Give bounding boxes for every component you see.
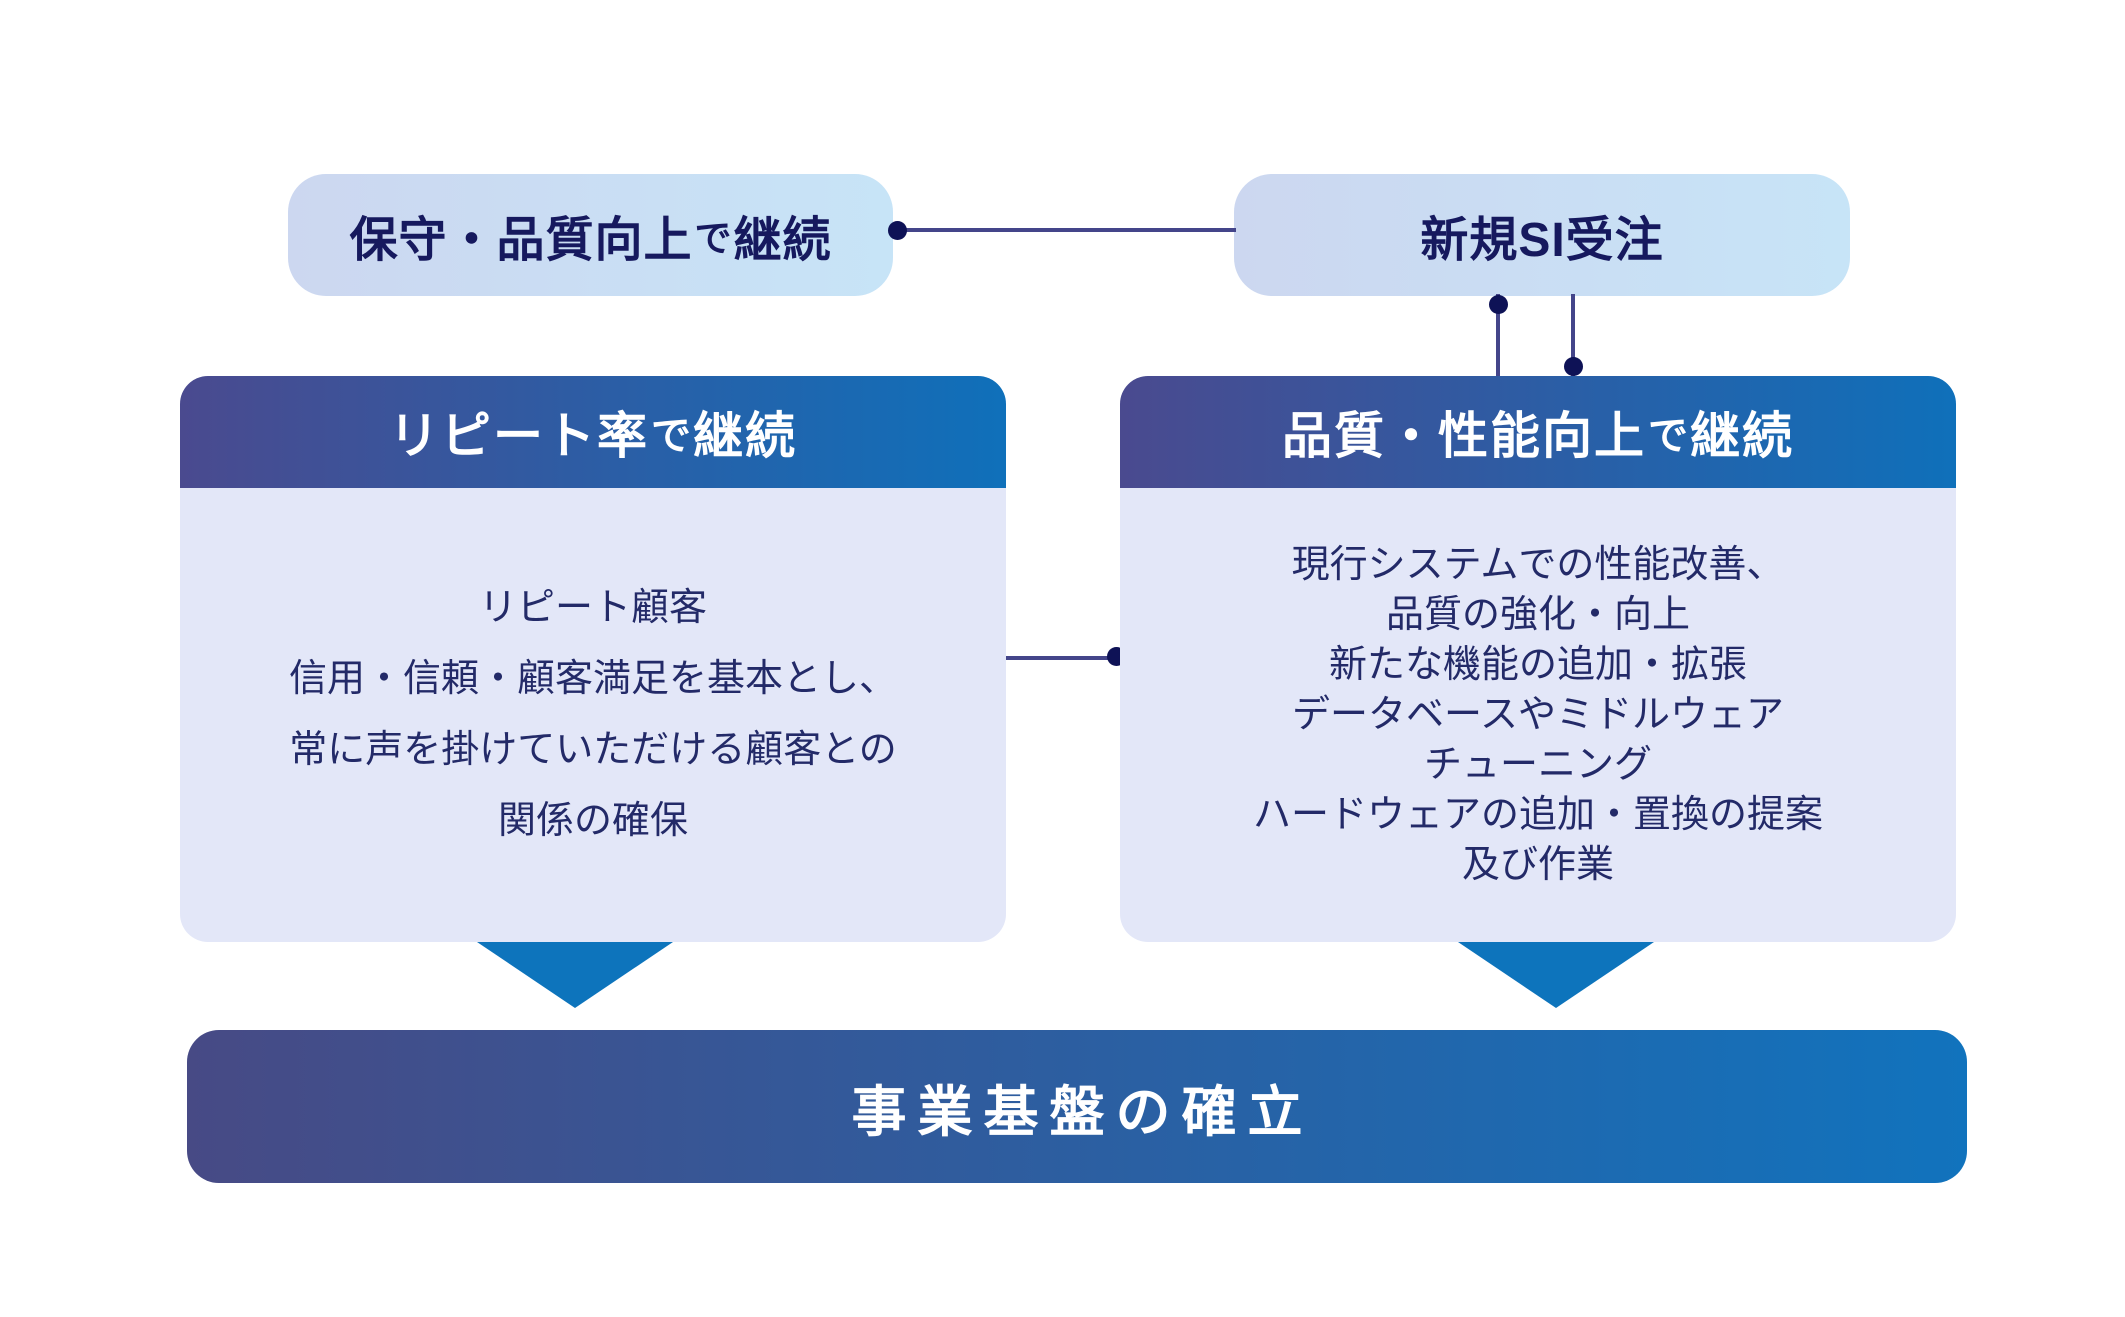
body-line: 信用・信頼・顧客満足を基本とし、	[288, 658, 897, 700]
body-line: 常に声を掛けていただける顧客との	[289, 729, 897, 771]
node-quality-performance-header-main: 品質・性能向上	[1282, 408, 1646, 464]
body-line: 及び作業	[1461, 844, 1614, 886]
down-arrow-icon	[477, 942, 673, 1008]
node-new-si-orders-label: 新規SI受注	[1420, 214, 1664, 267]
node-maintenance-quality-label-main: 保守・品質向上	[349, 214, 693, 267]
node-repeat-rate-header-tail: 継続	[693, 408, 797, 464]
down-arrow-icon	[1458, 942, 1654, 1008]
node-repeat-rate: リピート率で継続 リピート顧客 信用・信頼・顧客満足を基本とし、 常に声を掛けて…	[180, 376, 1006, 942]
body-line: 関係の確保	[497, 800, 688, 842]
node-quality-performance: 品質・性能向上で継続 現行システムでの性能改善、 品質の強化・向上 新たな機能の…	[1120, 376, 1956, 942]
body-line: チューニング	[1423, 744, 1652, 786]
node-new-si-orders: 新規SI受注	[1234, 174, 1850, 296]
node-quality-performance-header-particle: で	[1648, 414, 1688, 458]
connector-vertical-2-dot	[1564, 357, 1583, 376]
body-line: 品質の強化・向上	[1385, 594, 1690, 636]
connector-top-dot	[888, 221, 907, 240]
node-repeat-rate-header-main: リピート率	[389, 408, 649, 464]
node-repeat-rate-body: リピート顧客 信用・信頼・顧客満足を基本とし、 常に声を掛けていただける顧客との…	[180, 488, 1006, 942]
node-quality-performance-body: 現行システムでの性能改善、 品質の強化・向上 新たな機能の追加・拡張 データベー…	[1120, 488, 1956, 942]
body-line: ハードウェアの追加・置換の提案	[1252, 794, 1823, 836]
body-line: データベースやミドルウェア	[1291, 694, 1785, 736]
body-line: リピート顧客	[478, 587, 707, 629]
connector-top-horizontal	[895, 228, 1236, 232]
node-business-foundation: 事業基盤の確立	[187, 1030, 1967, 1183]
node-maintenance-quality-label-particle: で	[694, 218, 732, 259]
body-line: 新たな機能の追加・拡張	[1328, 644, 1747, 686]
body-line: 現行システムでの性能改善、	[1291, 544, 1785, 586]
connector-middle-horizontal	[1006, 656, 1120, 660]
connector-vertical-1	[1496, 294, 1500, 377]
node-quality-performance-header-tail: 継続	[1690, 408, 1794, 464]
node-repeat-rate-header-particle: で	[651, 414, 691, 458]
node-repeat-rate-header: リピート率で継続	[180, 376, 1006, 488]
node-maintenance-quality: 保守・品質向上で継続	[288, 174, 893, 296]
node-quality-performance-header: 品質・性能向上で継続	[1120, 376, 1956, 488]
connector-vertical-1-dot	[1489, 295, 1508, 314]
node-maintenance-quality-label-tail: 継続	[733, 214, 832, 267]
node-business-foundation-label: 事業基盤の確立	[851, 1080, 1314, 1143]
connector-vertical-2	[1571, 294, 1575, 377]
